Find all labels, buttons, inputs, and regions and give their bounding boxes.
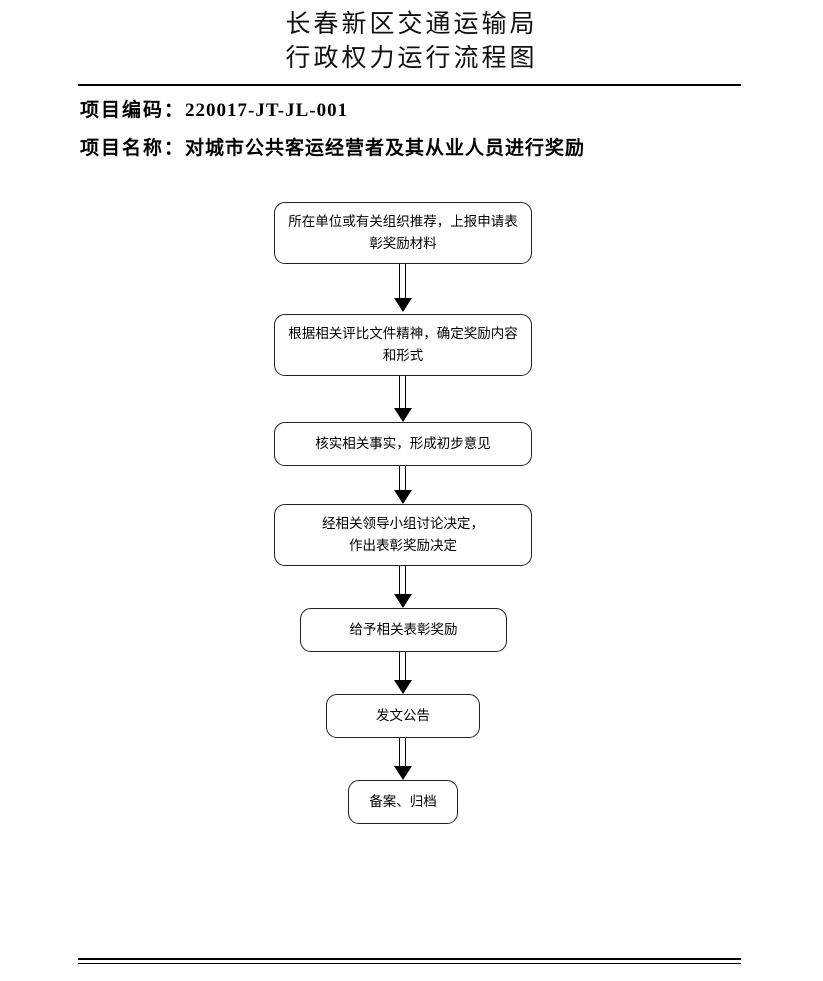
flow-node-7-label: 备案、归档 [369, 794, 437, 810]
flow-connector-2-3 [393, 376, 412, 422]
flow-node-6-label: 发文公告 [376, 708, 430, 724]
document-title: 长春新区交通运输局 行政权力运行流程图 [0, 8, 823, 76]
flow-connector-5-6 [393, 652, 412, 694]
flow-connector-1-2 [393, 264, 412, 312]
project-name-line: 项目名称：对城市公共客运经营者及其从业人员进行奖励 [80, 130, 780, 168]
flow-node-1: 所在单位或有关组织推荐，上报申请表 彰奖励材料 [274, 202, 532, 264]
project-metadata: 项目编码：220017-JT-JL-001 项目名称：对城市公共客运经营者及其从… [80, 92, 780, 168]
flow-node-2-label: 根据相关评比文件精神，确定奖励内容 和形式 [288, 326, 518, 364]
flow-node-3-label: 核实相关事实，形成初步意见 [315, 436, 491, 452]
flow-node-4-label: 经相关领导小组讨论决定， 作出表彰奖励决定 [322, 516, 484, 554]
header-divider-rule [78, 84, 741, 86]
document-title-line-2: 行政权力运行流程图 [285, 45, 538, 72]
flow-node-2: 根据相关评比文件精神，确定奖励内容 和形式 [274, 314, 532, 376]
flow-node-4: 经相关领导小组讨论决定， 作出表彰奖励决定 [274, 504, 532, 566]
flow-connector-3-4 [393, 466, 412, 504]
flow-node-7: 备案、归档 [348, 780, 458, 824]
project-code-value: 220017-JT-JL-001 [185, 100, 349, 121]
project-code-line: 项目编码：220017-JT-JL-001 [80, 92, 780, 130]
flow-node-6: 发文公告 [326, 694, 480, 738]
footer-divider-rule [78, 958, 741, 964]
project-name-value: 对城市公共客运经营者及其从业人员进行奖励 [185, 138, 586, 159]
flow-node-5: 给予相关表彰奖励 [300, 608, 507, 652]
flow-connector-4-5 [393, 566, 412, 608]
project-name-label: 项目名称： [80, 138, 186, 159]
flow-node-5-label: 给予相关表彰奖励 [349, 622, 458, 638]
flow-node-3: 核实相关事实，形成初步意见 [274, 422, 532, 466]
project-code-label: 项目编码： [80, 100, 186, 121]
flow-connector-6-7 [393, 738, 412, 780]
flow-node-1-label: 所在单位或有关组织推荐，上报申请表 彰奖励材料 [288, 214, 518, 252]
document-title-line-1: 长春新区交通运输局 [285, 11, 538, 38]
